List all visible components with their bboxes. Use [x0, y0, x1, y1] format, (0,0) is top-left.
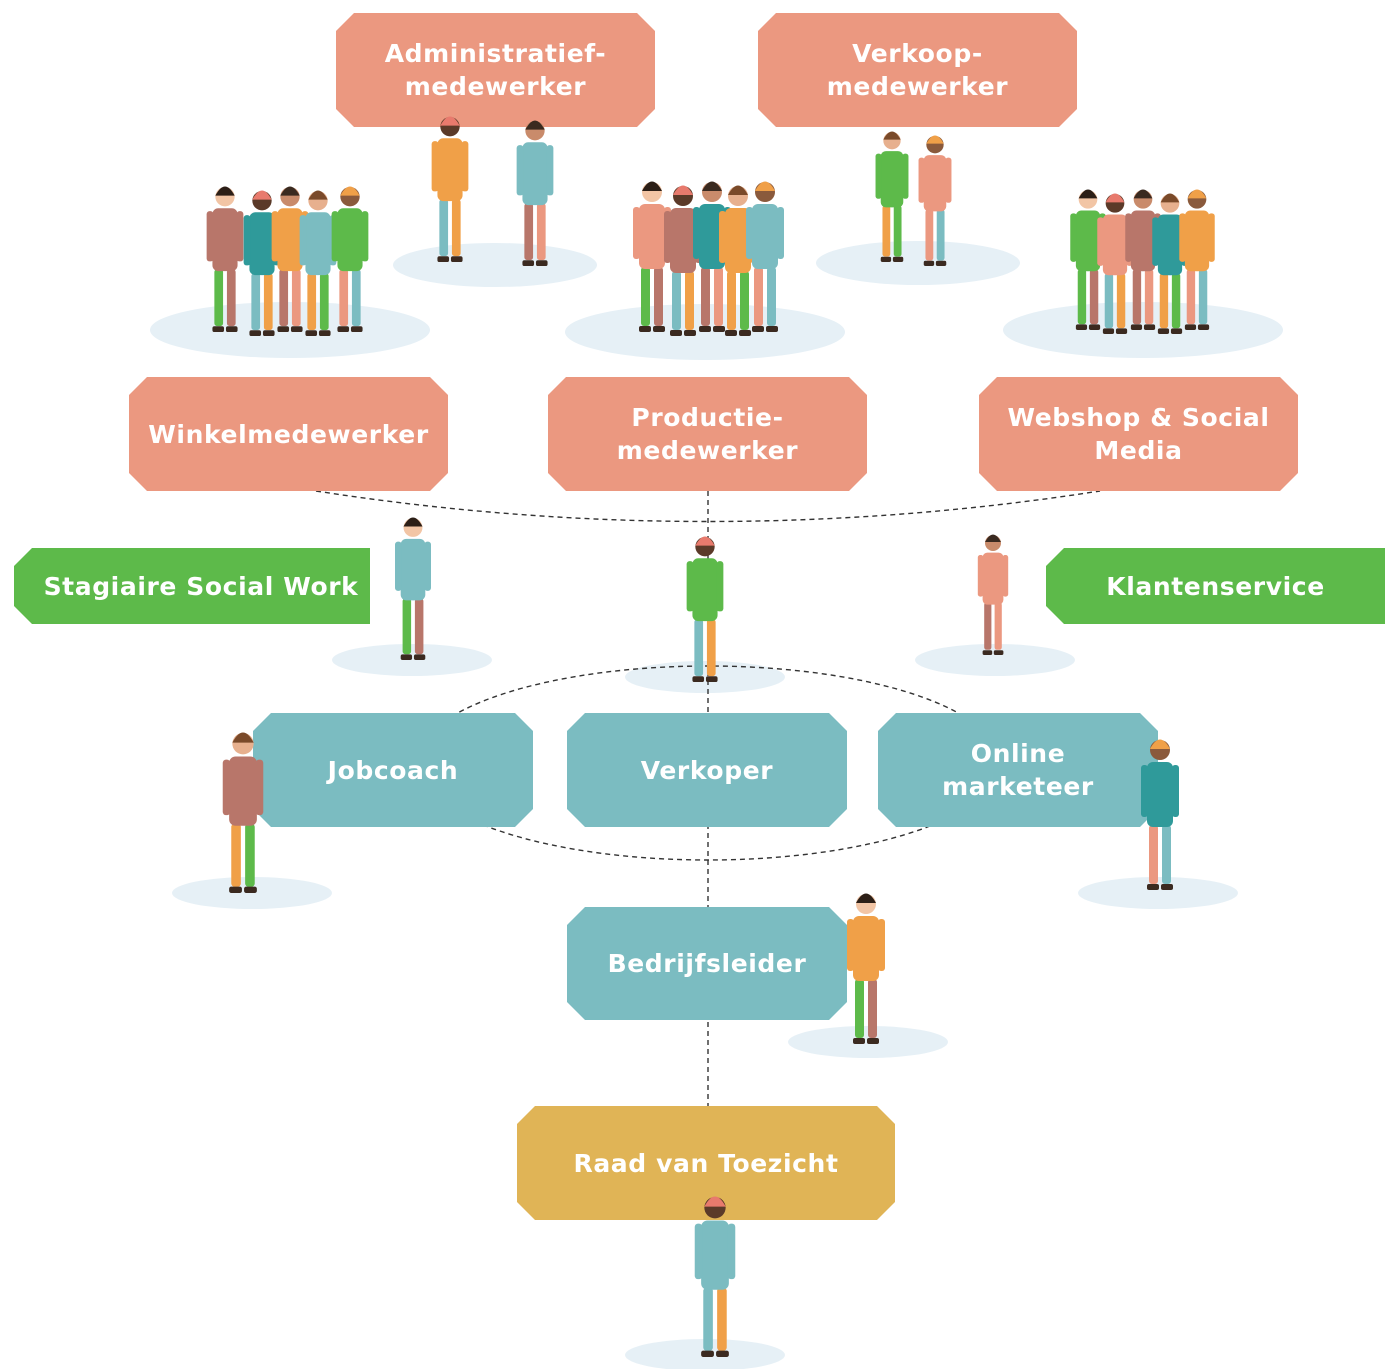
role-jobcoach: Jobcoach: [253, 713, 533, 827]
role-administratief: Administratief- medewerker: [336, 13, 655, 127]
role-raad: Raad van Toezicht: [517, 1106, 895, 1220]
person-bedrijfsleider: [847, 893, 885, 1044]
person-online-marketeer: [1141, 739, 1179, 890]
group-administratief-person-1: [431, 116, 469, 262]
group-winkel-person-1: [206, 186, 244, 332]
person-klantenservice: [977, 534, 1009, 655]
group-winkel-person-5: [331, 186, 369, 332]
group-winkel-person-4: [299, 190, 337, 336]
role-productie: Productie- medewerker: [548, 377, 867, 491]
role-verkoper: Verkoper: [567, 713, 847, 827]
role-stagiaire: Stagiaire Social Work: [14, 548, 370, 624]
group-verkoop-person-2: [918, 135, 952, 266]
group-webshop-person-3: [1125, 189, 1161, 330]
role-online-marketeer: Online marketeer: [878, 713, 1158, 827]
role-verkoop: Verkoop- medewerker: [758, 13, 1077, 127]
group-productie-person-3: [693, 181, 731, 332]
person-stagiaire: [395, 517, 431, 660]
person-verkoper: [686, 536, 724, 682]
group-productie-person-5: [746, 181, 784, 332]
group-productie-person-4: [719, 185, 757, 336]
group-productie-person-1: [633, 181, 671, 332]
role-winkel: Winkelmedewerker: [129, 377, 448, 491]
group-verkoop-person-1: [875, 131, 909, 262]
group-webshop-person-5: [1179, 189, 1215, 330]
group-webshop-person-4: [1152, 193, 1188, 334]
group-administratief-person-2: [516, 120, 554, 266]
role-klantenservice: Klantenservice: [1046, 548, 1385, 624]
group-productie-person-2: [664, 185, 702, 336]
group-winkel-person-2: [243, 190, 281, 336]
role-webshop: Webshop & Social Media: [979, 377, 1298, 491]
person-raad: [694, 1196, 736, 1357]
person-jobcoach: [222, 732, 264, 893]
role-bedrijfsleider: Bedrijfsleider: [567, 907, 847, 1020]
